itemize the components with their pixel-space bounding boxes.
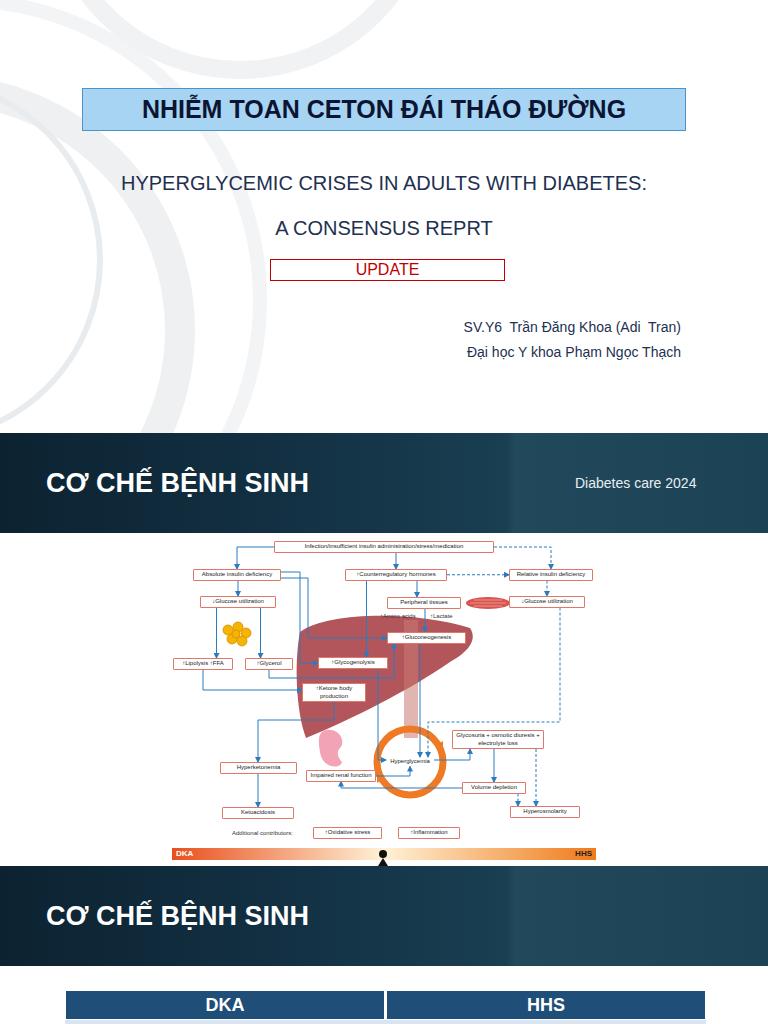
flow-arrow <box>260 608 261 659</box>
node-text: Infection/insufficient insulin administr… <box>277 543 491 551</box>
node-subtext: Diabetes care 2024 <box>575 475 696 491</box>
text-label: HYPERGLYCEMIC CRISES IN ADULTS WITH DIAB… <box>0 172 768 195</box>
process-box: ↑Oxidative stress <box>313 827 382 839</box>
flow-arrow <box>417 581 418 598</box>
slide-header-band: CƠ CHẾ BỆNH SINH Diabetes care 2024 <box>0 433 768 533</box>
flow-arrow <box>258 774 259 808</box>
update-tag: UPDATE <box>270 259 505 281</box>
flow-arrow <box>237 547 274 569</box>
node-text: Hyperglycemia <box>388 758 432 766</box>
flow-arrow <box>547 581 548 597</box>
muscle <box>466 597 510 609</box>
flow-arrow <box>494 749 495 782</box>
process-box: ↓Glucose utilization <box>200 596 276 608</box>
node-text: Peripheral tissues <box>390 599 458 607</box>
fat-cells <box>223 622 251 646</box>
node-text: ↑Glycogenolysis <box>321 659 385 667</box>
node-text: ↑Inflammation <box>401 829 457 837</box>
process-box: ↑Glycerol <box>245 658 293 670</box>
process-box: Hyperosmolarity <box>510 806 580 818</box>
flow-arrow <box>425 609 426 633</box>
text-label: Đại học Y khoa Phạm Ngọc Thạch <box>467 344 681 360</box>
text-label: DKA <box>176 849 193 858</box>
node-text: Ketoacidosis <box>225 809 291 817</box>
node-text: Absolute insulin deficiency <box>196 571 278 579</box>
node-text: ↑Lipolysis ↑FFA <box>176 660 230 668</box>
kidney <box>319 730 342 767</box>
flow-arrow <box>378 669 386 761</box>
node-text: ↑Ketone body production <box>305 685 363 700</box>
node-text: DKA <box>206 995 245 1016</box>
flow-arrow <box>258 702 334 762</box>
text-label: ↑Lactate <box>430 613 453 619</box>
node-text: CƠ CHẾ BỆNH SINH <box>46 468 309 499</box>
flow-arrow <box>376 767 410 777</box>
flow-arrow <box>434 749 470 760</box>
flow-arrow <box>494 547 551 569</box>
flow-arrow <box>281 572 318 663</box>
text-label: A CONSENSUS REPRT <box>0 217 768 240</box>
flow-arrow <box>281 578 387 638</box>
background-swirl <box>0 0 430 433</box>
node-text: ↑Oxidative stress <box>316 829 379 837</box>
cycle-ring <box>377 729 443 795</box>
node-text: Impaired renal function <box>309 772 373 780</box>
node-text: Glycosuria + osmotic diuresis + electrol… <box>455 732 541 747</box>
process-box: ↑Gluconeogenesis <box>387 632 466 644</box>
flow-arrow <box>428 608 560 758</box>
spectrum-bar <box>172 848 596 860</box>
process-box: ↑Ketone body production <box>302 683 366 702</box>
text-label: ↑Amino acids <box>380 613 416 619</box>
cycle-center: Hyperglycemia <box>386 757 434 767</box>
node-text: CƠ CHẾ BỆNH SINH <box>46 901 309 932</box>
node-text: ↑Gluconeogenesis <box>390 634 463 642</box>
table-header-cell: HHS <box>386 990 706 1020</box>
node-text: Hyperosmolarity <box>513 808 577 816</box>
flow-arrow <box>447 574 509 575</box>
flow-arrow <box>420 644 421 758</box>
flow-arrow <box>216 608 217 659</box>
flow-arrow <box>536 749 537 806</box>
process-box: Hyperketonemia <box>220 762 297 774</box>
node-text: HHS <box>527 995 565 1016</box>
flow-arrow <box>238 581 239 597</box>
process-box: Volume depletion <box>462 782 526 794</box>
flow-arrow <box>341 782 462 789</box>
flow-arrow <box>366 581 367 658</box>
process-box: Ketoacidosis <box>222 807 294 819</box>
node-text: Hyperketonemia <box>223 764 294 772</box>
node-text: UPDATE <box>356 261 420 279</box>
node-text: Volume depletion <box>465 784 523 792</box>
node-text: ↓Glucose utilization <box>203 598 273 606</box>
text-label: HHS <box>575 849 592 858</box>
process-box: Infection/insufficient insulin administr… <box>274 541 494 553</box>
text-label: Additional contributors: <box>232 830 293 836</box>
node-text: ↑Counterregulatory hormones <box>348 571 444 579</box>
node-text: Relative insulin deficiency <box>512 571 590 579</box>
flow-arrow <box>203 670 302 691</box>
node-text: ↓Glucose utilization <box>512 598 582 606</box>
process-box: ↑Glycogenolysis <box>318 657 388 669</box>
process-box: Peripheral tissues <box>387 597 461 609</box>
process-box: ↑Lipolysis ↑FFA <box>173 658 233 670</box>
text-label: SV.Y6 Trần Đăng Khoa (Adi Tran) <box>464 319 681 335</box>
slide-header-band: CƠ CHẾ BỆNH SINH <box>0 866 768 966</box>
flow-arrow <box>518 794 519 807</box>
node-text: ↑Glycerol <box>248 660 290 668</box>
node-text: NHIỄM TOAN CETON ĐÁI THÁO ĐƯỜNG <box>142 95 626 124</box>
table-header-cell: DKA <box>65 990 385 1020</box>
process-box: Glycosuria + osmotic diuresis + electrol… <box>452 730 544 749</box>
process-box: Impaired renal function <box>306 770 376 782</box>
flow-arrow <box>396 553 397 570</box>
process-box: ↓Glucose utilization <box>509 596 585 608</box>
title-box: NHIỄM TOAN CETON ĐÁI THÁO ĐƯỜNG <box>82 88 686 131</box>
process-box: ↑Counterregulatory hormones <box>345 569 447 581</box>
process-box: ↑Inflammation <box>398 827 460 839</box>
process-box: Absolute insulin deficiency <box>193 569 281 581</box>
process-box: Relative insulin deficiency <box>509 569 593 581</box>
